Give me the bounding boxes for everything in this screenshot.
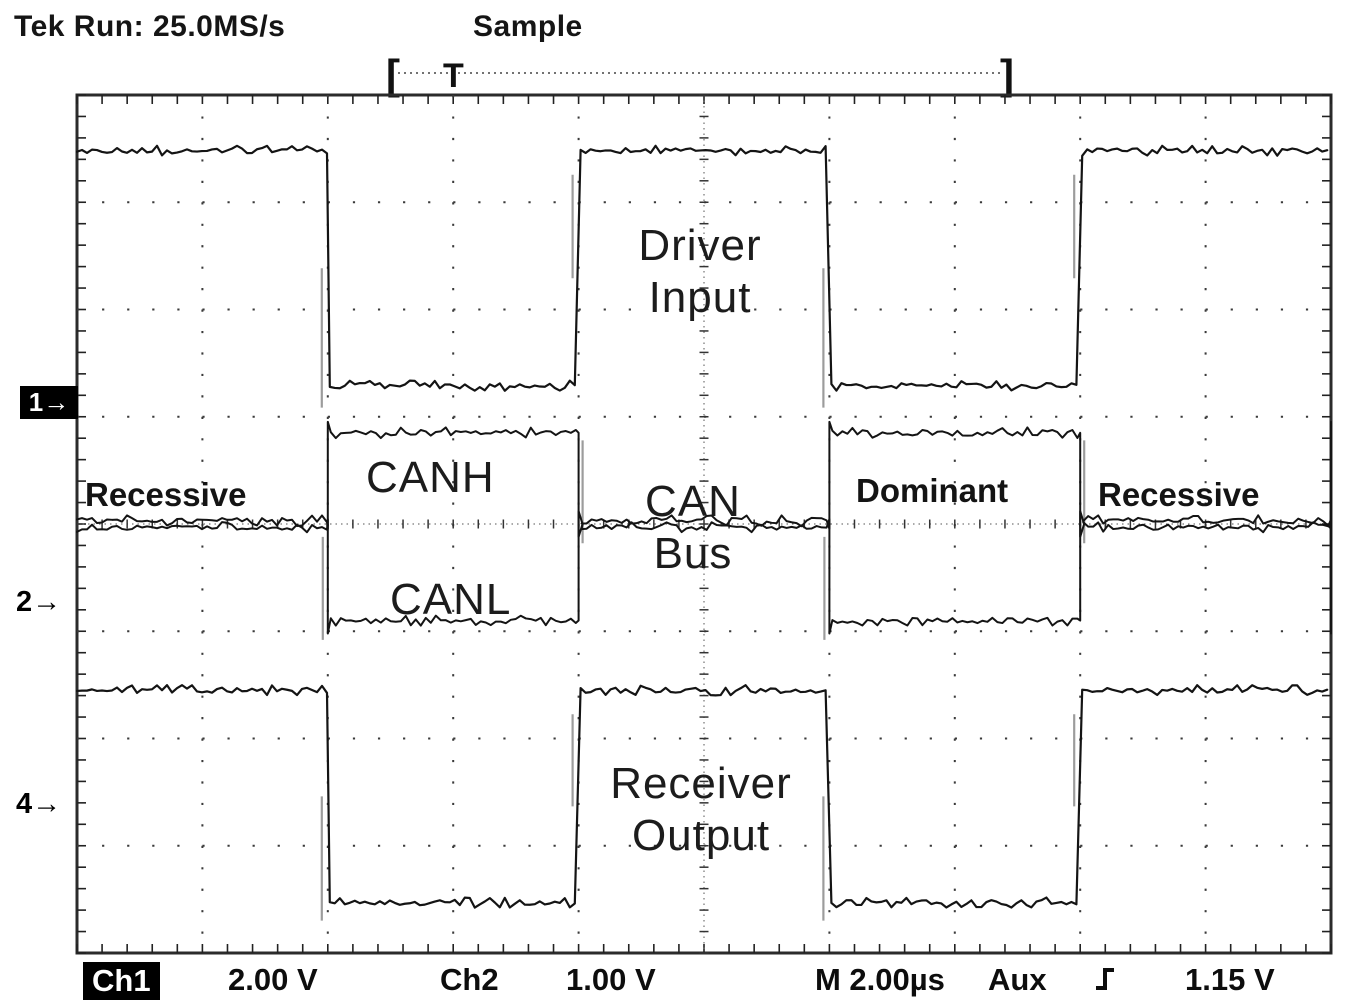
label-driver-input: Driver Input <box>610 220 790 324</box>
ch2-scale-value: 1.00 V <box>566 962 656 997</box>
tek-run-status: Tek Run: 25.0MS/s <box>14 10 286 43</box>
trigger-window-left-bracket-icon: [ <box>386 51 400 98</box>
label-driver-input-line2: Input <box>648 273 752 322</box>
label-recessive-left: Recessive <box>85 476 247 513</box>
label-can-bus-line2: Bus <box>653 529 733 578</box>
label-receiver-output-line1: Receiver <box>610 759 792 808</box>
waveform-traces <box>75 144 1332 909</box>
timebase-value: M 2.00µs <box>815 962 945 997</box>
label-can-bus-line1: CAN <box>645 477 741 526</box>
trigger-source: Aux <box>988 962 1047 997</box>
label-canh: CANH <box>366 453 495 502</box>
trigger-window-indicator: [ T ] <box>386 51 1014 98</box>
channel-4-marker: 4→ <box>16 788 62 820</box>
rising-edge-icon <box>1094 966 1120 997</box>
trigger-window-right-bracket-icon: ] <box>1000 51 1014 98</box>
channel-2-marker: 2→ <box>16 586 62 618</box>
ch2-label: Ch2 <box>440 962 499 997</box>
label-can-bus: CAN Bus <box>600 476 786 580</box>
label-receiver-output-line2: Output <box>631 811 771 860</box>
trigger-position-t-marker: T <box>443 57 464 95</box>
ch1-scale-value: 2.00 V <box>228 962 318 997</box>
label-recessive-right: Recessive <box>1098 476 1260 513</box>
label-driver-input-line1: Driver <box>638 221 762 270</box>
ch1-scale-badge: Ch1 <box>83 962 160 1000</box>
label-canl: CANL <box>390 575 512 624</box>
channel-1-marker: 1→ <box>20 386 78 419</box>
acquisition-mode: Sample <box>473 10 583 43</box>
label-dominant: Dominant <box>856 472 1009 509</box>
trigger-level-value: 1.15 V <box>1185 962 1275 997</box>
label-receiver-output: Receiver Output <box>596 758 806 862</box>
